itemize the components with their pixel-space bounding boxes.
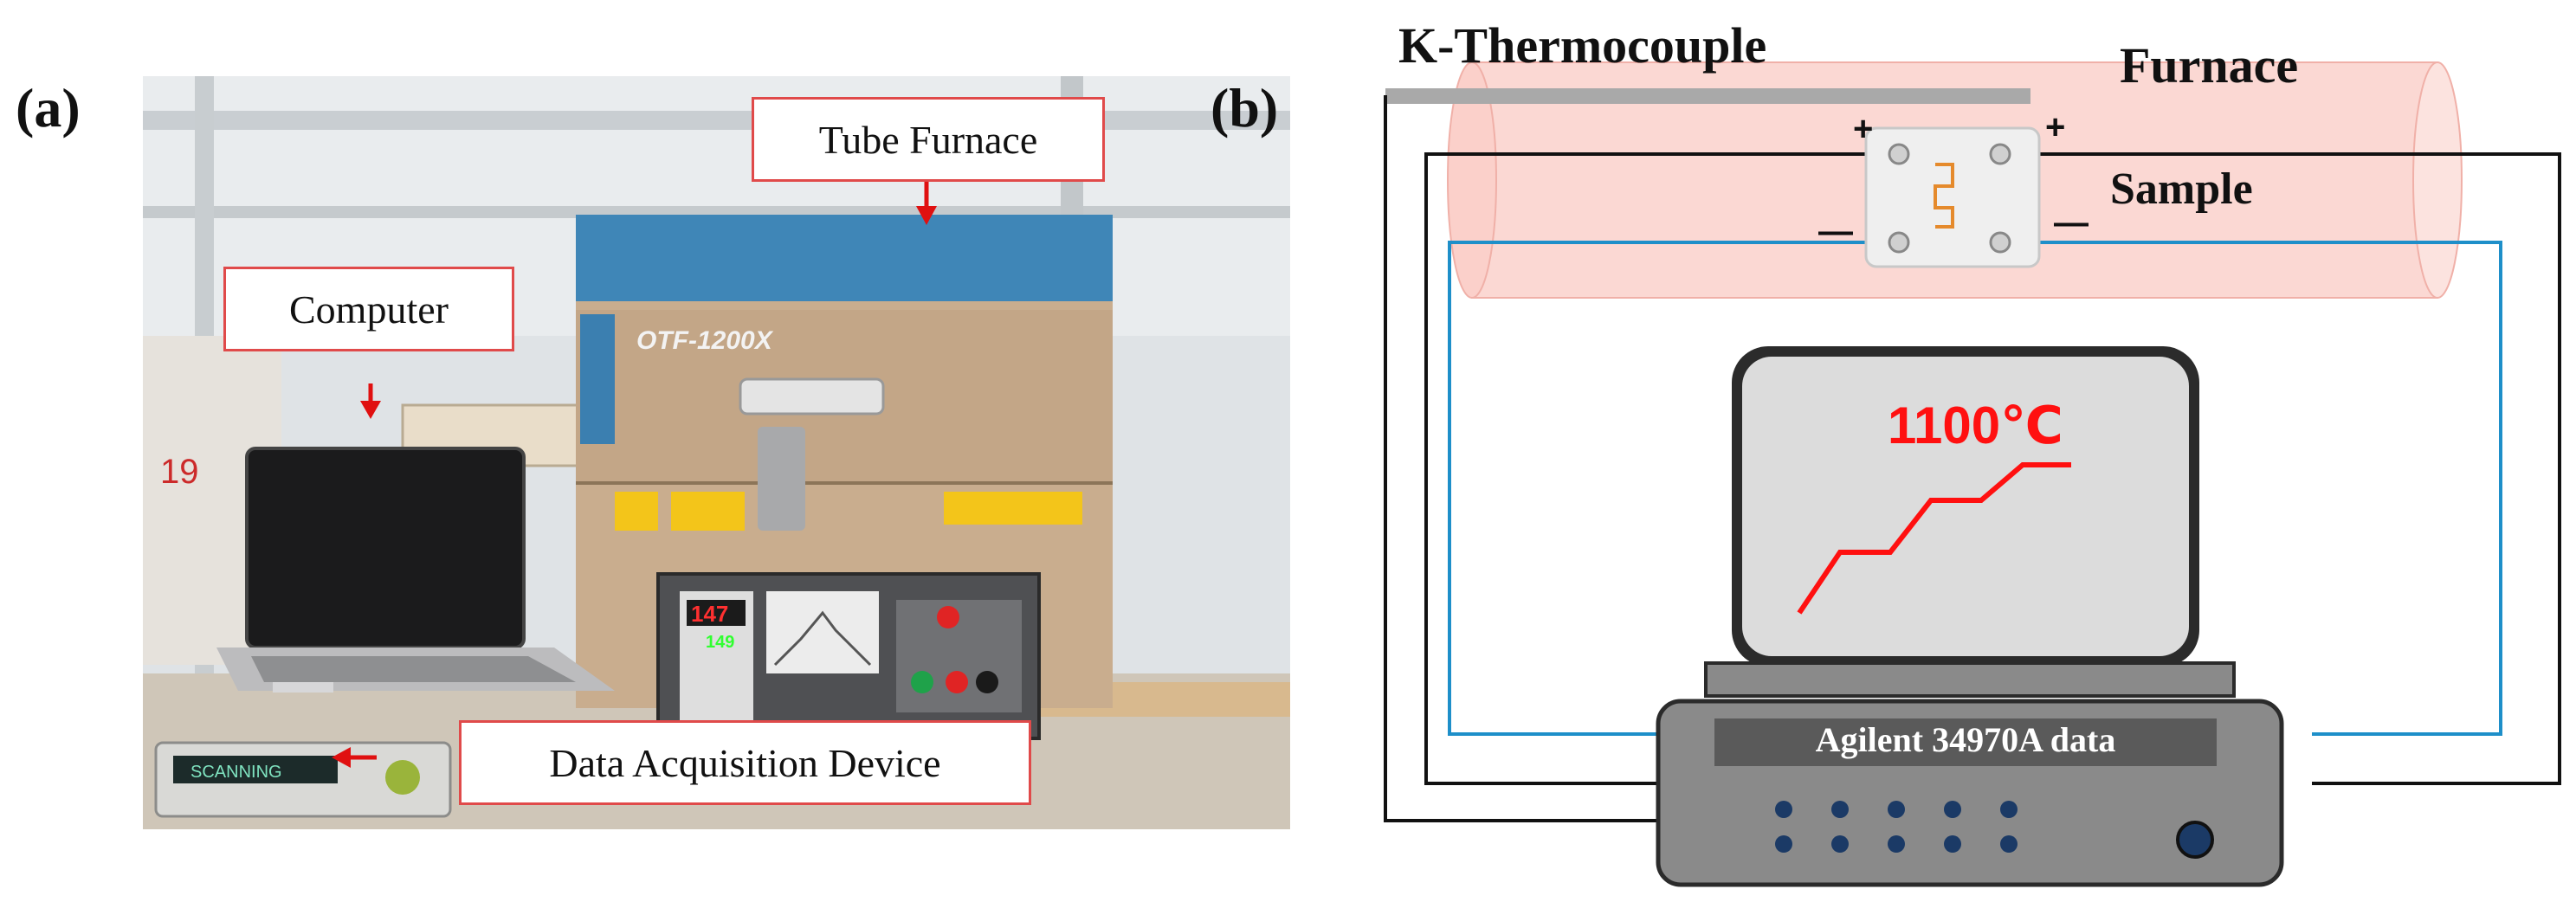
button-icon [1888,801,1905,818]
black-wire [1424,152,1883,785]
shelf-frame [143,111,1290,130]
laptop [216,447,615,693]
temperature-profile [1797,462,2071,615]
button-icon [1944,801,1961,818]
thermocouple-rod [1385,88,2030,104]
svg-text:SCANNING: SCANNING [190,763,282,782]
terminal-icon [1989,231,2011,254]
button-icon [1831,801,1849,818]
polarity-plus-left: + [1853,110,1873,148]
lab-photo: 19 OTF-1200X 147 149 [143,76,1290,829]
callout-tube-furnace: Tube Furnace [752,97,1105,182]
sample-label: Sample [2110,164,2253,214]
callout-computer: Computer [223,267,514,351]
temperature-readout: 1100℃ [1888,396,2063,454]
button-icon [1944,835,1961,853]
sample-holder [1864,126,2041,268]
thermocouple-label: K-Thermocouple [1398,17,1766,74]
button-icon [1888,835,1905,853]
blue-wire [1448,241,1883,736]
knob-icon [2176,821,2214,859]
button-icon [2000,835,2018,853]
polarity-minus-left: — [1818,212,1853,250]
furnace-model-text: OTF-1200X [636,326,774,355]
polarity-minus-right: — [2054,203,2089,242]
monitor: 1100℃ [1732,346,2199,667]
tube-furnace: OTF-1200X 147 149 [576,215,1113,740]
thermocouple-wire [1384,95,1736,822]
svg-text:147: 147 [691,601,728,627]
terminal-icon [1989,143,2011,165]
terminal-icon [1888,231,1910,254]
button-icon [1775,801,1792,818]
terminal-icon [1888,143,1910,165]
schematic-diagram: K-Thermocouple Furnace Sample + + — — 11… [1299,0,2576,898]
button-icon [1775,835,1792,853]
furnace-label: Furnace [2120,37,2298,93]
agilent-device: Agilent 34970A data [1656,699,2284,887]
svg-text:149: 149 [706,633,734,652]
panel-b-label: (b) [1211,77,1279,139]
button-icon [2000,801,2018,818]
device-label: Agilent 34970A data [1816,720,2116,759]
polarity-plus-right: + [2045,108,2065,146]
button-icon [1831,835,1849,853]
monitor-stand [1704,661,2236,698]
callout-data-acquisition-device: Data Acquisition Device [459,720,1031,805]
svg-text:19: 19 [160,453,199,491]
panel-a-label: (a) [16,77,81,139]
data-acquisition-device: SCANNING [154,741,452,818]
